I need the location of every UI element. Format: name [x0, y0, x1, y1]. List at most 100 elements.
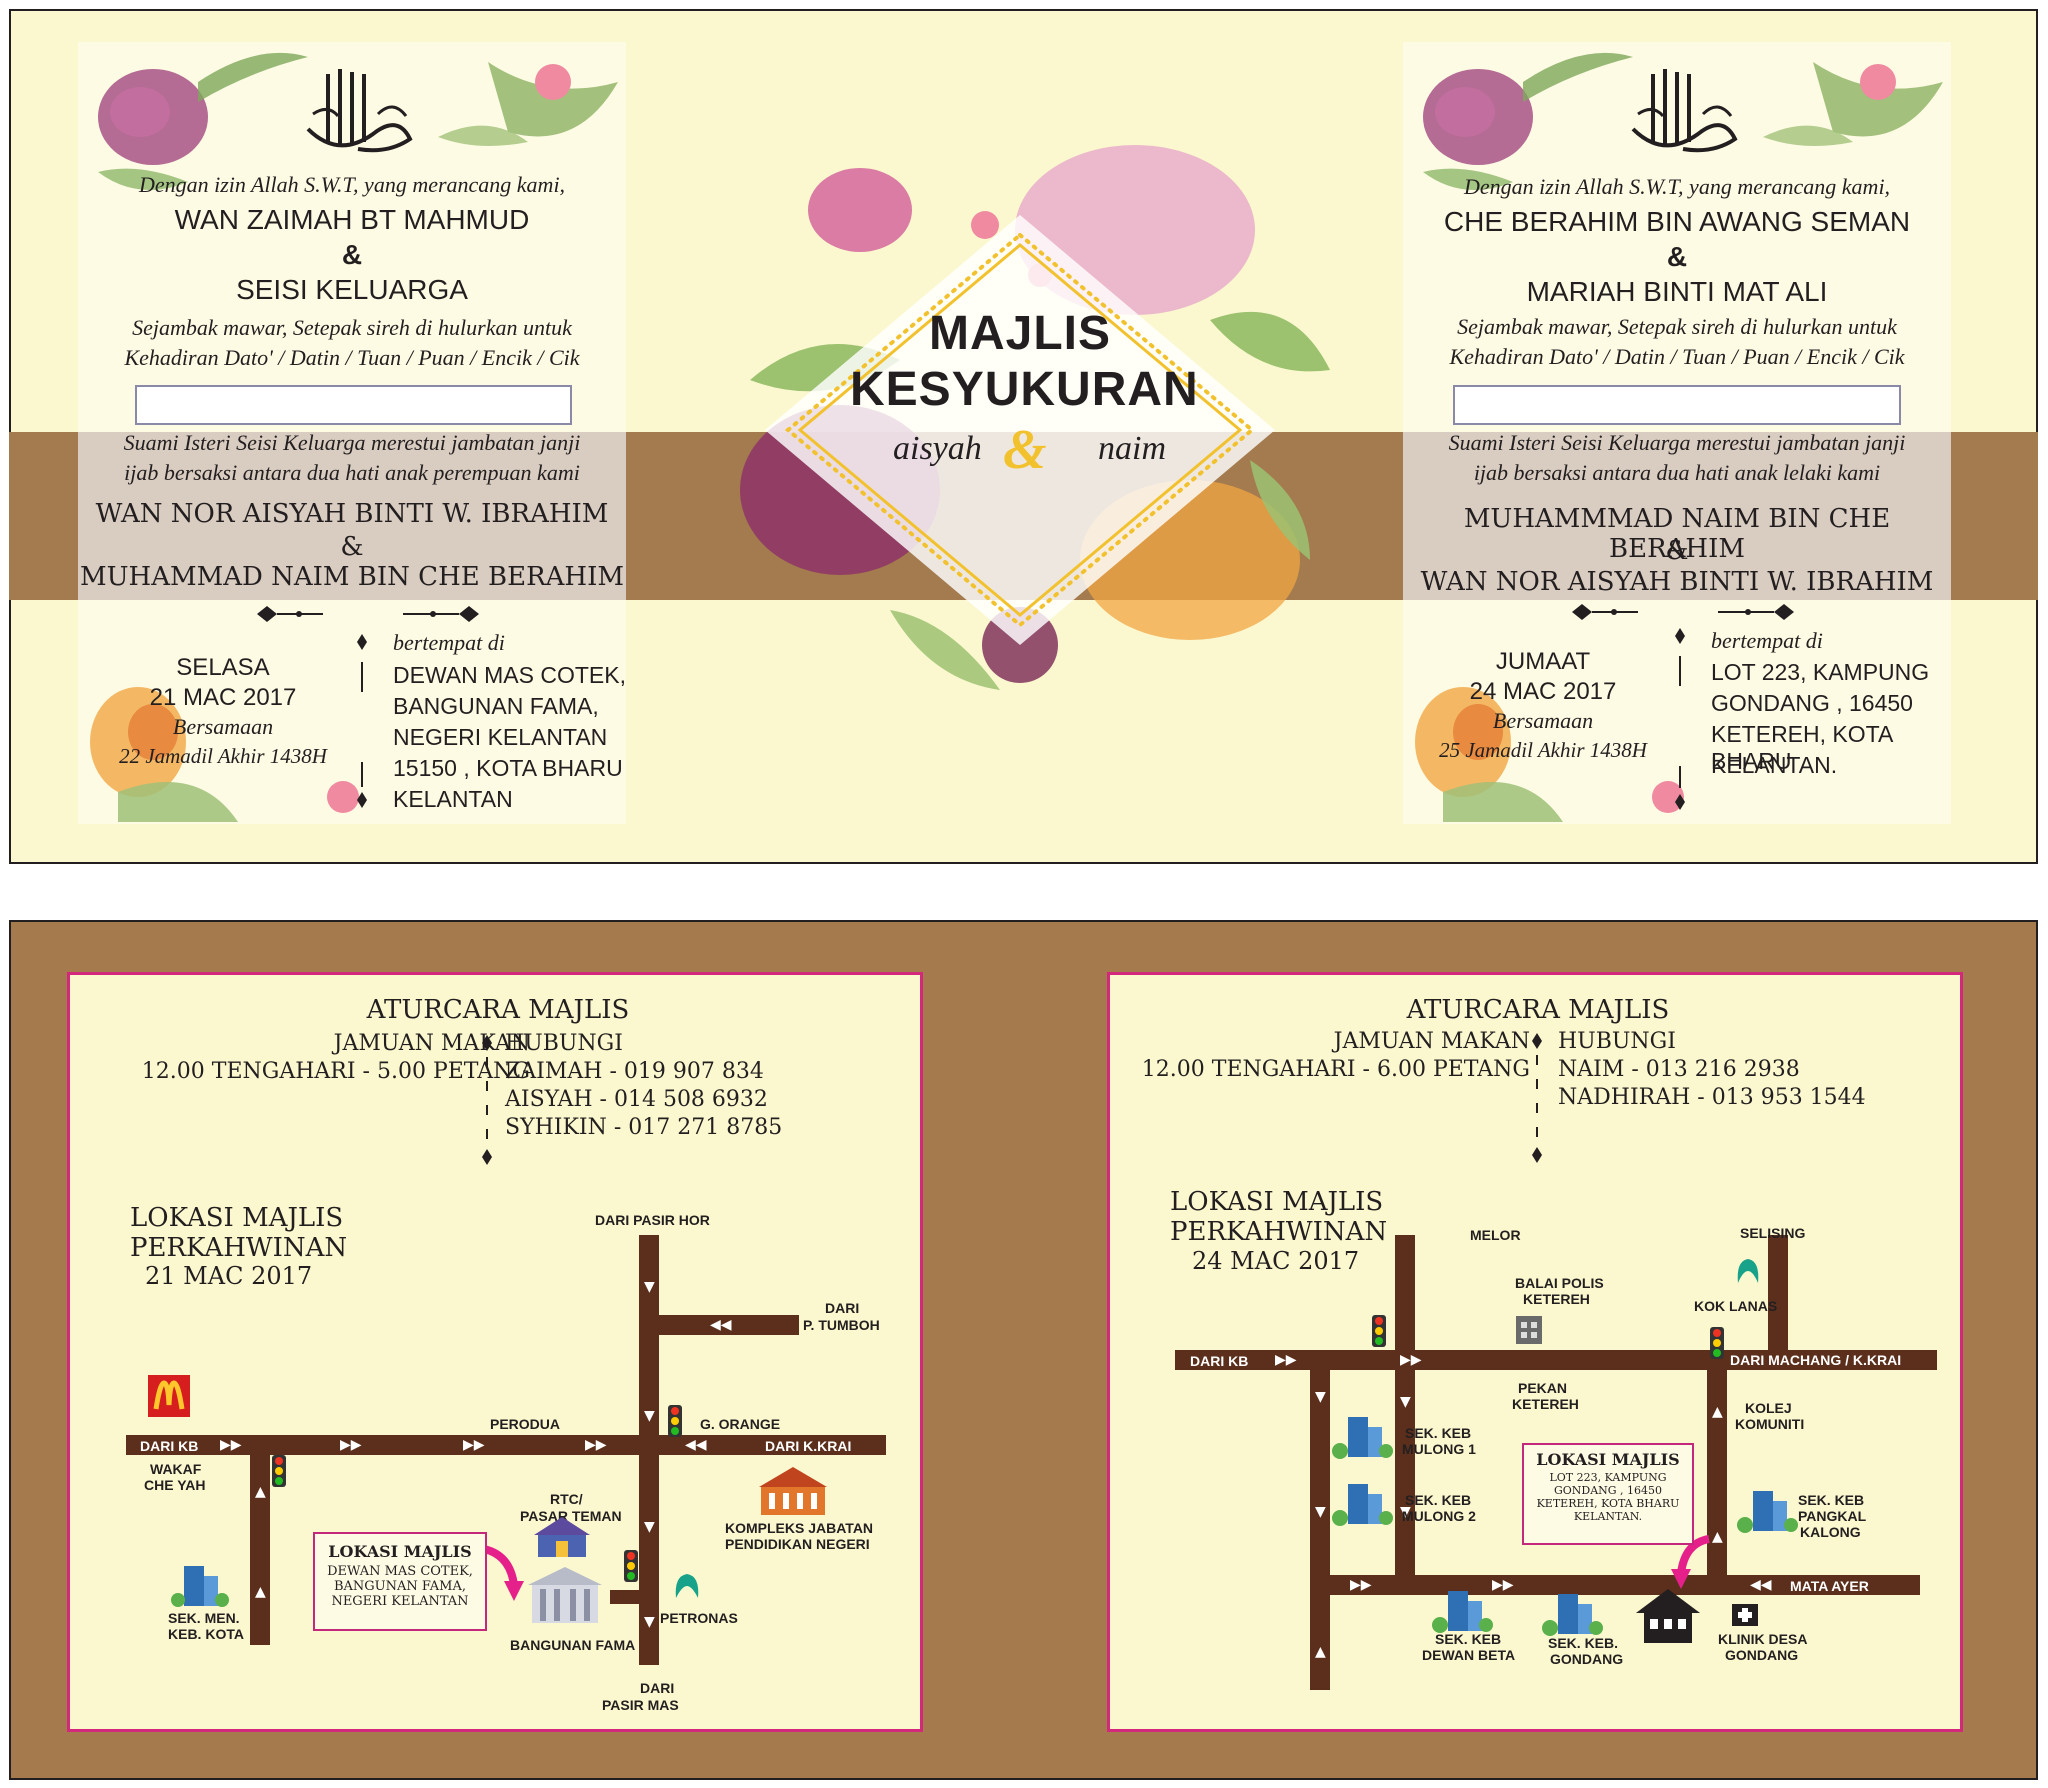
- location-box-line-4: KELANTAN.: [1573, 1510, 1643, 1523]
- floral-decoration: [1415, 52, 1943, 822]
- label-kok-lanas: KOK LANAS: [1694, 1298, 1778, 1314]
- invite-line-1: Sejambak mawar, Setepak sireh di hulurka…: [132, 315, 572, 340]
- school-building-icon: [171, 1566, 229, 1607]
- blessing-line-2: ijab bersaksi antara dua hati anak lelak…: [1473, 460, 1881, 485]
- label-orange: G. ORANGE: [700, 1416, 781, 1432]
- label-wakaf-2: CHE YAH: [144, 1477, 206, 1493]
- label-mulong2-1: SEK. KEB: [1405, 1492, 1472, 1508]
- venue-line-1: DEWAN MAS COTEK,: [393, 662, 626, 688]
- west-road: [1310, 1370, 1330, 1690]
- location-box-line-1: DEWAN MAS COTEK,: [327, 1564, 473, 1579]
- ornament-divider: [257, 606, 479, 622]
- mcdonalds-icon: [148, 1375, 190, 1417]
- police-station-icon: [1516, 1316, 1542, 1344]
- bouquet-illustration: [740, 145, 1330, 690]
- location-box-title: LOKASI MAJLIS: [1536, 1450, 1680, 1469]
- label-wakaf-1: WAKAF: [150, 1461, 202, 1477]
- petronas-icon: [1737, 1259, 1759, 1283]
- contact-label: HUBUNGI: [1558, 1029, 1676, 1054]
- host-name-2: SEISI KELUARGA: [236, 274, 468, 305]
- venue-line-2: BANGUNAN FAMA,: [393, 693, 599, 719]
- label-mata-ayer: MATA AYER: [1790, 1578, 1869, 1594]
- title-diamond: [765, 215, 1275, 645]
- meal-time: 12.00 TENGAHARI - 5.00 PETANG: [141, 1059, 530, 1084]
- center-title-2: KESYUKURAN: [850, 363, 1199, 416]
- location-box: LOKASI MAJLIS LOT 223, KAMPUNG GONDANG ,…: [1522, 1443, 1694, 1545]
- right-invitation-card: Dengan izin Allah S.W.T, yang merancang …: [1403, 42, 1951, 824]
- school-building-icon: [1737, 1491, 1798, 1533]
- event-hijri: 22 Jamadil Akhir 1438H: [119, 744, 327, 768]
- venue-line-4: KELANTAN.: [1711, 752, 1838, 778]
- kolej-road: [1707, 1370, 1727, 1595]
- label-pasir-mas-2: PASIR MAS: [602, 1697, 679, 1713]
- traffic-light-icon: [272, 1455, 286, 1487]
- guest-name-field[interactable]: [1453, 385, 1901, 425]
- invite-line-2: Kehadiran Dato' / Datin / Tuan / Puan / …: [1449, 344, 1905, 369]
- tumboh-road: [659, 1315, 799, 1335]
- bismillah-calligraphy: [306, 69, 413, 153]
- label-perodua: PERODUA: [490, 1416, 561, 1432]
- label-klinik-2: GONDANG: [1725, 1647, 1799, 1663]
- intro-text: Dengan izin Allah S.W.T, yang merancang …: [138, 172, 566, 197]
- school-building-icon: [1542, 1594, 1603, 1636]
- location-heading-1: LOKASI MAJLIS: [130, 1203, 344, 1233]
- school-building-icon: [1432, 1591, 1493, 1633]
- label-fama: BANGUNAN FAMA: [510, 1637, 636, 1653]
- contact-1: NAIM - 013 216 2938: [1558, 1057, 1800, 1082]
- groom-name: naim: [1098, 430, 1166, 467]
- traffic-light-icon: [1372, 1315, 1386, 1347]
- fama-spur: [610, 1590, 639, 1604]
- label-balai-1: BALAI POLIS: [1515, 1275, 1604, 1291]
- label-pasir-mas-1: DARI: [640, 1680, 675, 1696]
- label-selising: SELISING: [1740, 1225, 1806, 1241]
- meal-label: JAMUAN MAKAN: [1333, 1029, 1530, 1054]
- location-heading-1: LOKASI MAJLIS: [1170, 1187, 1384, 1217]
- school-building-icon: [1332, 1484, 1393, 1526]
- pointer-arrow-icon: [1671, 1535, 1710, 1589]
- wakaf-road: [250, 1455, 270, 1645]
- host-ampersand: &: [341, 239, 363, 270]
- location-box-title: LOKASI MAJLIS: [328, 1542, 472, 1561]
- clinic-icon: [1732, 1604, 1758, 1626]
- ornament-divider: [1572, 604, 1794, 620]
- label-kolej-1: KOLEJ: [1745, 1400, 1792, 1416]
- invite-line-2: Kehadiran Dato' / Datin / Tuan / Puan / …: [124, 345, 580, 370]
- invite-line-1: Sejambak mawar, Setepak sireh di hulurka…: [1457, 314, 1897, 339]
- venue-line-1: LOT 223, KAMPUNG: [1711, 659, 1930, 685]
- event-equal: Bersamaan: [1492, 708, 1594, 733]
- label-dari-kkrai: DARI K.KRAI: [765, 1438, 852, 1454]
- label-balai-2: KETEREH: [1523, 1291, 1590, 1307]
- contact-2: NADHIRAH - 013 953 1544: [1558, 1085, 1866, 1110]
- venue-line-3: NEGERI KELANTAN: [393, 724, 608, 750]
- meal-time: 12.00 TENGAHARI - 6.00 PETANG: [1141, 1057, 1530, 1082]
- label-mulong1-1: SEK. KEB: [1405, 1425, 1472, 1441]
- schedule-title: ATURCARA MAJLIS: [366, 995, 630, 1025]
- event-date: 24 MAC 2017: [1469, 678, 1617, 705]
- label-sek-men-1: SEK. MEN.: [168, 1610, 240, 1626]
- label-rtc-2: PASAR TEMAN: [520, 1508, 622, 1524]
- guest-name-field[interactable]: [135, 385, 572, 425]
- venue-line-5: KELANTAN: [393, 786, 513, 812]
- label-mulong1-2: MULONG 1: [1402, 1441, 1476, 1457]
- couple-ampersand: &: [340, 532, 364, 562]
- contact-2: AISYAH - 014 508 6932: [505, 1087, 768, 1112]
- location-date: 21 MAC 2017: [145, 1262, 313, 1290]
- vertical-road: [639, 1235, 659, 1665]
- mata-ayer-road: [1310, 1575, 1920, 1595]
- market-building-icon: [534, 1517, 590, 1557]
- traffic-light-icon: [1710, 1327, 1724, 1359]
- vertical-divider: [357, 634, 367, 808]
- host-name-1: WAN ZAIMAH BT MAHMUD: [174, 204, 530, 235]
- main-road: [1175, 1350, 1937, 1370]
- location-date: 24 MAC 2017: [1192, 1247, 1360, 1275]
- melor-road: [1395, 1235, 1415, 1595]
- card-band: [1403, 432, 1951, 600]
- label-klinik-1: KLINIK DESA: [1718, 1631, 1808, 1647]
- host-ampersand: &: [1666, 241, 1688, 272]
- location-box-line-2: GONDANG , 16450: [1553, 1484, 1663, 1497]
- blessing-line-1: Suami Isteri Seisi Keluarga merestui jam…: [1448, 430, 1906, 455]
- location-heading-2: PERKAHWINAN: [130, 1233, 348, 1263]
- location-box-line-3: NEGERI KELANTAN: [331, 1594, 469, 1609]
- label-gondang-2: GONDANG: [1550, 1651, 1624, 1667]
- label-pekan-2: KETEREH: [1512, 1396, 1579, 1412]
